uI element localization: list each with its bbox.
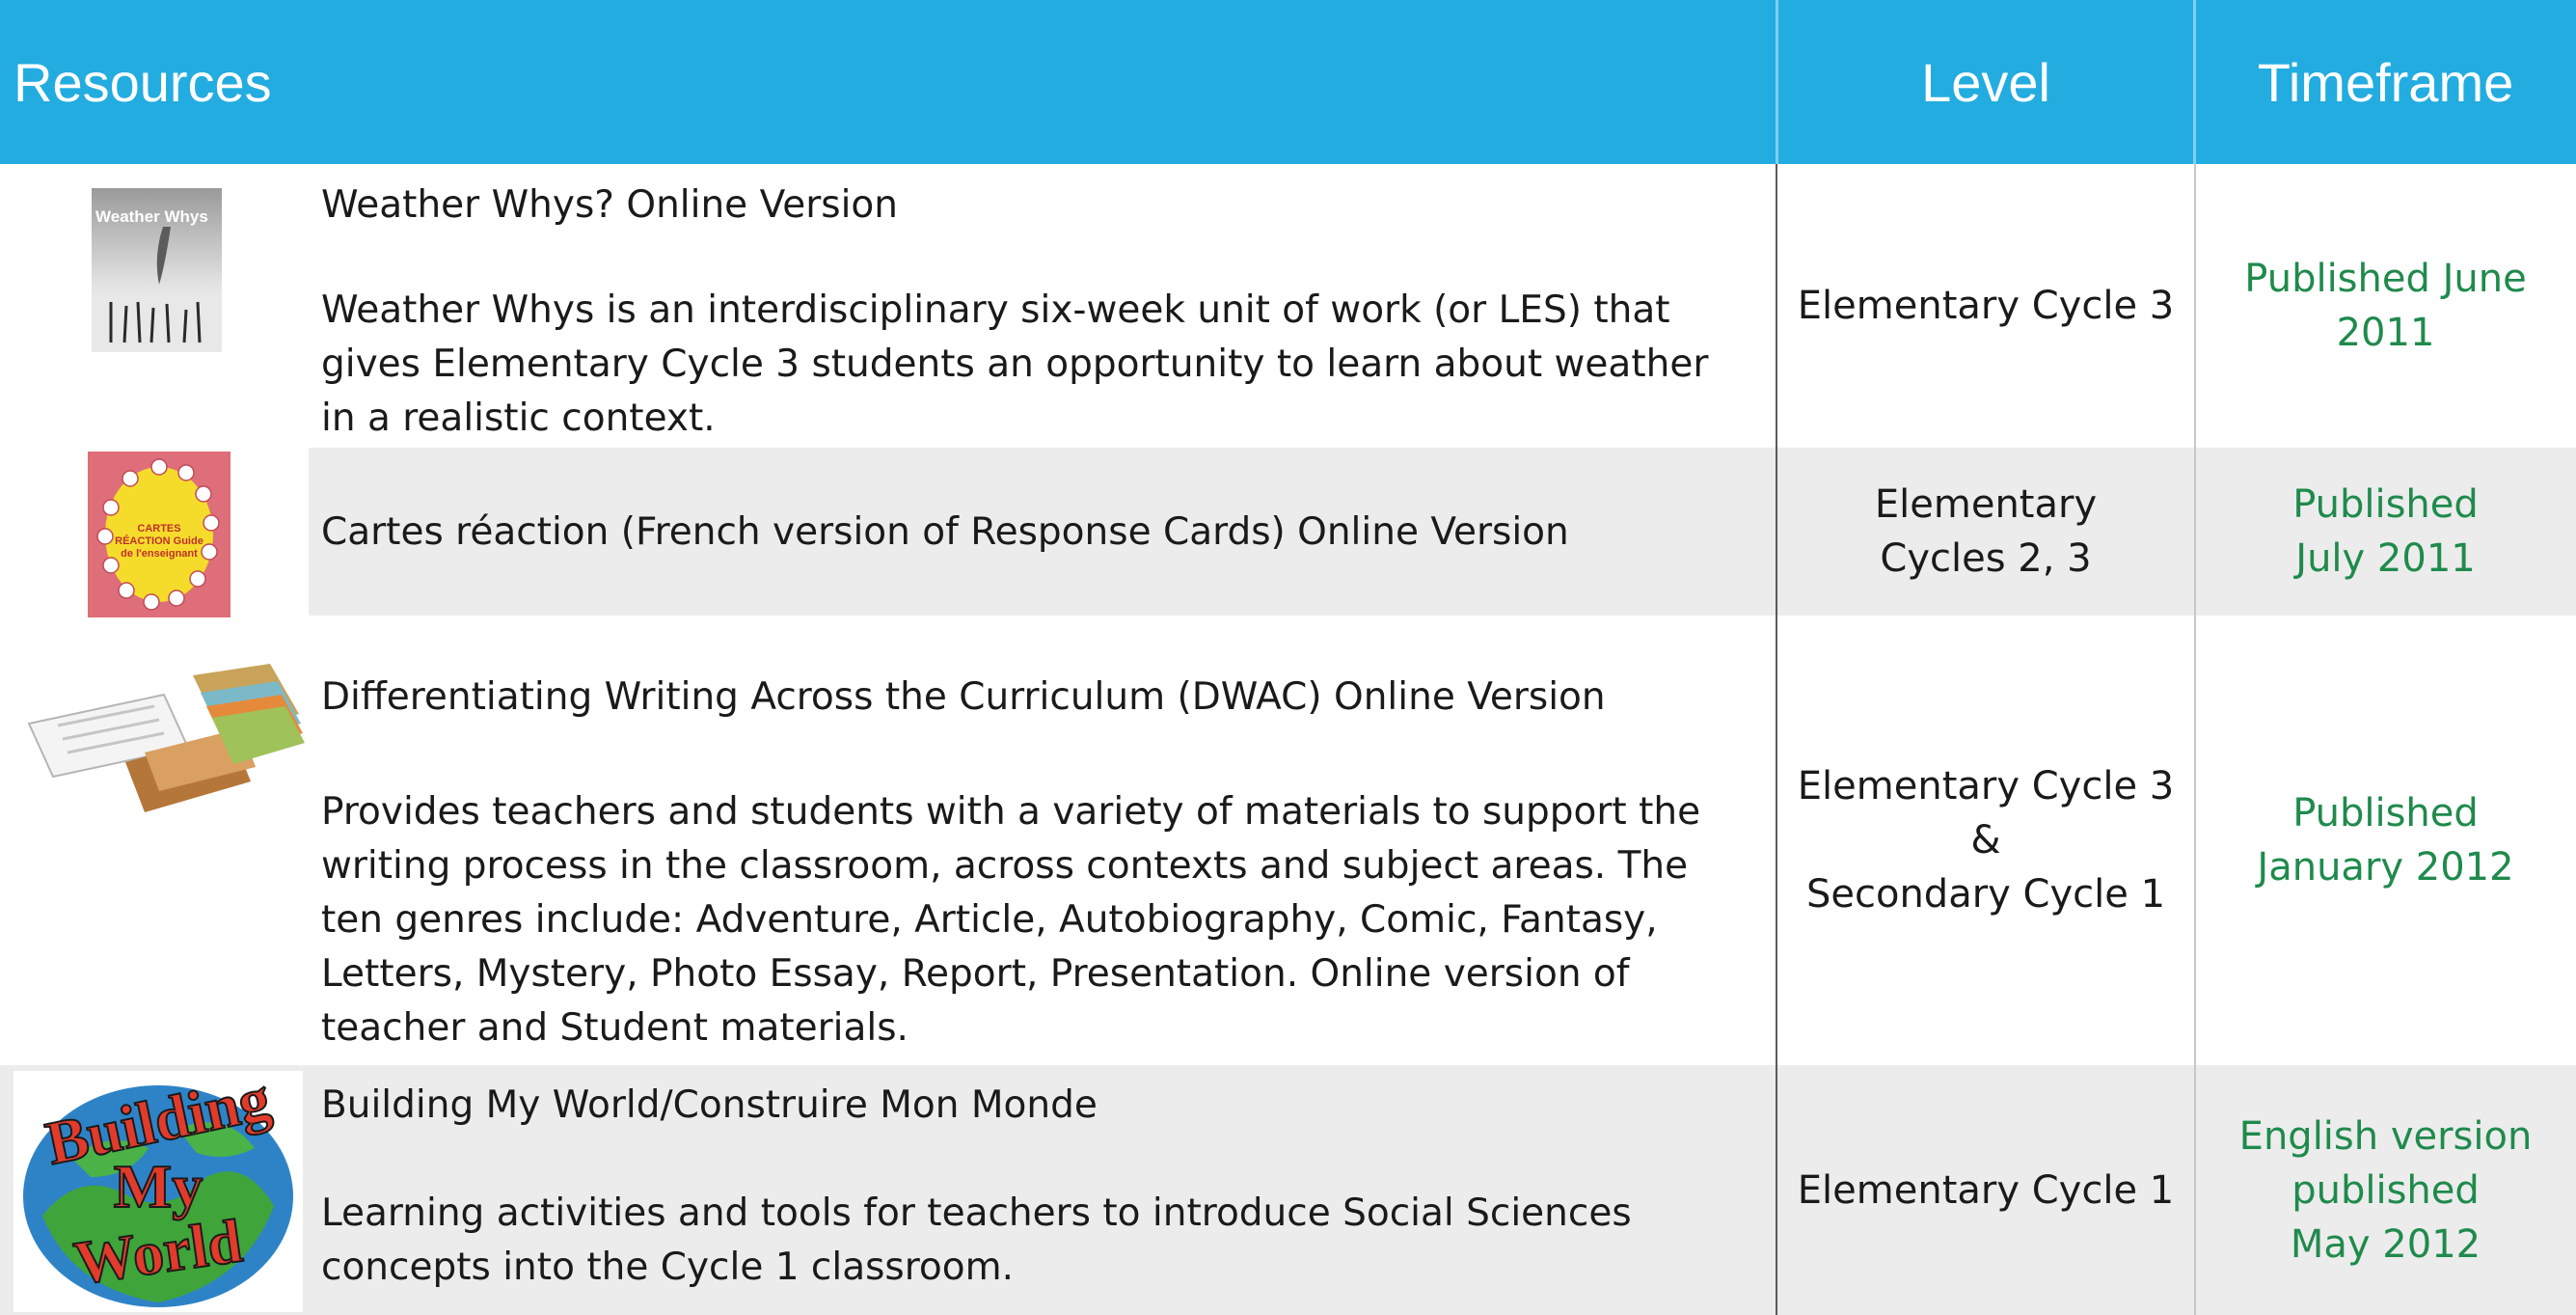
resource-title[interactable]: Cartes réaction (French version of Respo… (321, 510, 1569, 554)
header-level: Level (1921, 51, 2050, 113)
dwac-materials-image (19, 656, 309, 822)
header-divider (2193, 0, 2196, 164)
level-value: Elementary Cycles 2, 3 (1874, 482, 2098, 581)
timeframe-value: Published January 2012 (2257, 791, 2514, 890)
resource-title[interactable]: Building My World/Construire Mon Monde (321, 1083, 1098, 1127)
cover-title-text: Weather Whys (95, 207, 208, 226)
level-value: Elementary Cycle 3 (1797, 284, 2175, 328)
timeframe-value: English version published May 2012 (2238, 1113, 2533, 1267)
row-shading (309, 448, 2576, 616)
table-row: Weather Whys Weather Whys? Online Versio… (0, 164, 2576, 448)
resource-description: Weather Whys is an interdisciplinary six… (321, 288, 1709, 440)
header-resources: Resources (14, 51, 272, 113)
cover-title-text: CARTES RÉACTION Guide de l'enseignant (115, 523, 203, 560)
cartes-reaction-cover-image: CARTES RÉACTION Guide de l'enseignant (88, 452, 230, 617)
logo-word: My (113, 1152, 203, 1220)
resource-title[interactable]: Weather Whys? Online Version (321, 183, 898, 227)
resource-title[interactable]: Differentiating Writing Across the Curri… (321, 675, 1606, 719)
table-header: Resources Level Timeframe (0, 0, 2576, 164)
weather-whys-cover-image: Weather Whys (92, 188, 222, 352)
column-divider (2194, 164, 2196, 1315)
resource-description: Learning activities and tools for teache… (321, 1192, 1632, 1289)
resource-description: Provides teachers and students with a va… (321, 790, 1701, 1050)
level-value: Elementary Cycle 3 & Secondary Cycle 1 (1797, 764, 2175, 917)
timeframe-value: Published July 2011 (2292, 482, 2479, 581)
header-divider (1776, 0, 1778, 164)
header-timeframe: Timeframe (2257, 51, 2514, 113)
level-value: Elementary Cycle 1 (1797, 1167, 2175, 1213)
row-shading (0, 1065, 2576, 1315)
timeframe-value: Published June 2011 (2244, 257, 2527, 355)
building-my-world-logo: Building My World (14, 1071, 303, 1312)
table-row: Building My World Building My World/Cons… (0, 1065, 2576, 1315)
table-row: Differentiating Writing Across the Curri… (0, 616, 2576, 1065)
table-row: CARTES RÉACTION Guide de l'enseignant Ca… (0, 448, 2576, 617)
column-divider (1776, 164, 1777, 1315)
